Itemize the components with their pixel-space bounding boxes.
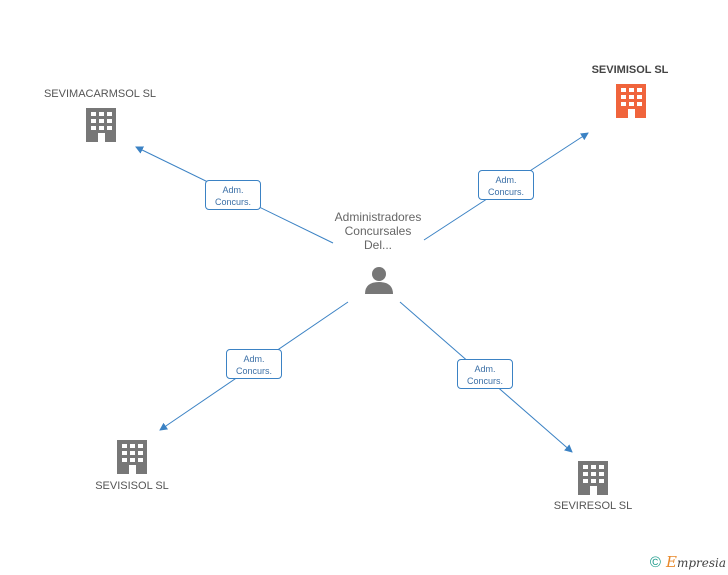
person-icon[interactable] (365, 267, 393, 294)
center-name-line2: Concursales (344, 224, 412, 238)
center-name-line3: Del... (363, 238, 392, 252)
relation-line2: Concurs. (214, 197, 251, 207)
relation-line1: Adm. (495, 175, 517, 185)
relation-box-sevisisol[interactable]: Adm. Concurs. (226, 349, 282, 379)
footer-brand: © Empresia (650, 553, 726, 571)
company-label-sevisisol[interactable]: SEVISISOL SL (95, 480, 169, 492)
relation-line1: Adm. (243, 354, 265, 364)
center-person-label[interactable]: Administradores Concursales Del... (310, 210, 446, 252)
relation-line1: Adm. (222, 185, 244, 195)
relation-box-sevimacarmsol[interactable]: Adm. Concurs. (205, 180, 261, 210)
center-name-line1: Administradores (334, 210, 422, 224)
relation-line2: Concurs. (466, 376, 503, 386)
relation-line2: Concurs. (235, 366, 272, 376)
building-icon-sevisisol[interactable] (117, 440, 147, 474)
relation-line1: Adm. (474, 364, 496, 374)
company-label-sevimacarmsol[interactable]: SEVIMACARMSOL SL (43, 88, 157, 100)
brand-rest: mpresia (676, 556, 726, 570)
copyright-icon: © (649, 553, 661, 571)
relation-box-sevimisol[interactable]: Adm. Concurs. (478, 170, 534, 200)
company-label-sevimisol[interactable]: SEVIMISOL SL (591, 64, 669, 76)
building-icon-sevimacarmsol[interactable] (86, 108, 116, 142)
company-label-seviresol[interactable]: SEVIRESOL SL (553, 500, 633, 512)
building-icon-sevimisol[interactable] (616, 84, 646, 118)
brand-logo: Empresia (666, 553, 726, 571)
building-icon-seviresol[interactable] (578, 461, 608, 495)
brand-initial: E (665, 553, 677, 571)
relation-line2: Concurs. (487, 187, 524, 197)
relation-box-seviresol[interactable]: Adm. Concurs. (457, 359, 513, 389)
